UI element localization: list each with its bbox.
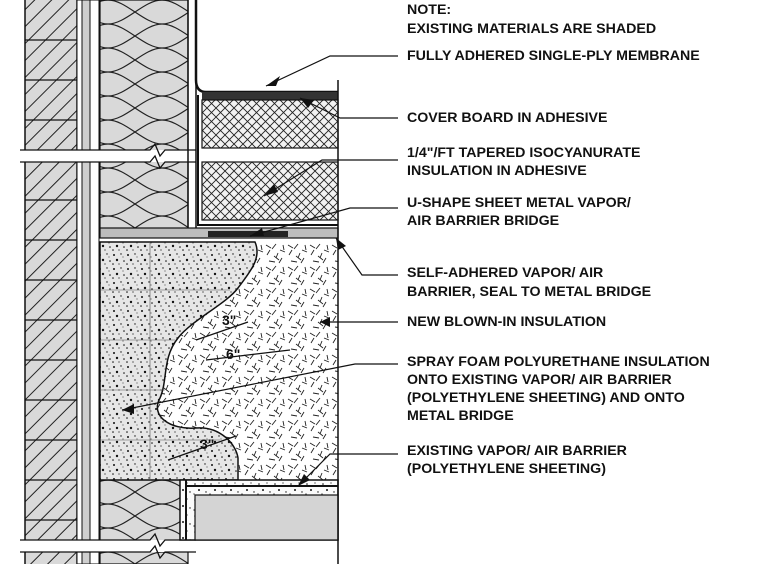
label-spray-line3: (POLYETHYLENE SHEETING) AND ONTO	[407, 390, 685, 406]
break-line-bottom	[20, 532, 196, 548]
label-existing-vb-line1: EXISTING VAPOR/ AIR BARRIER	[407, 443, 627, 459]
label-bridge-line2: AIR BARRIER BRIDGE	[407, 213, 560, 229]
label-bridge-line1: U-SHAPE SHEET METAL VAPOR/	[407, 195, 631, 211]
label-self-adhered-line1: SELF-ADHERED VAPOR/ AIR	[407, 265, 604, 281]
dimension-6-inch: 6"	[226, 346, 241, 362]
label-self-adhered-line2: BARRIER, SEAL TO METAL BRIDGE	[407, 284, 652, 300]
note-existing-shaded: EXISTING MATERIALS ARE SHADED	[407, 21, 657, 37]
label-tapered-line2: INSULATION IN ADHESIVE	[407, 163, 587, 179]
brick-veneer	[25, 0, 77, 564]
dimension-lines	[167, 321, 291, 461]
label-tapered-line1: 1/4"/FT TAPERED ISOCYANURATE	[407, 145, 641, 161]
existing-vapor-barrier-line	[185, 480, 338, 540]
label-existing-vb-line2: (POLYETHYLENE SHEETING)	[407, 461, 606, 477]
leader-lines	[121, 55, 398, 487]
existing-batt-upper	[99, 0, 189, 236]
membrane-line	[194, 0, 338, 94]
label-blown-in: NEW BLOWN-IN INSULATION	[407, 314, 607, 330]
foam-grid	[100, 242, 230, 480]
brick-courses	[25, 39, 77, 521]
label-cover-board: COVER BOARD IN ADHESIVE	[407, 110, 608, 126]
spray-foam	[99, 241, 258, 481]
sheathing	[81, 0, 91, 564]
dimension-3-inch-bottom: 3"	[200, 436, 215, 452]
tapered-insulation-upper	[201, 99, 339, 149]
label-membrane: FULLY ADHERED SINGLE-PLY MEMBRANE	[407, 48, 700, 64]
break-line-top	[20, 142, 196, 158]
leader-arrowheads	[122, 76, 346, 486]
cover-board	[202, 92, 338, 100]
note-heading: NOTE:	[407, 2, 452, 18]
label-spray-line4: METAL BRIDGE	[407, 408, 514, 424]
label-spray-line2: ONTO EXISTING VAPOR/ AIR BARRIER	[407, 372, 672, 388]
dimension-3-inch-top: 3"	[222, 312, 237, 328]
label-spray-line1: SPRAY FOAM POLYURETHANE INSULATION	[407, 354, 710, 370]
